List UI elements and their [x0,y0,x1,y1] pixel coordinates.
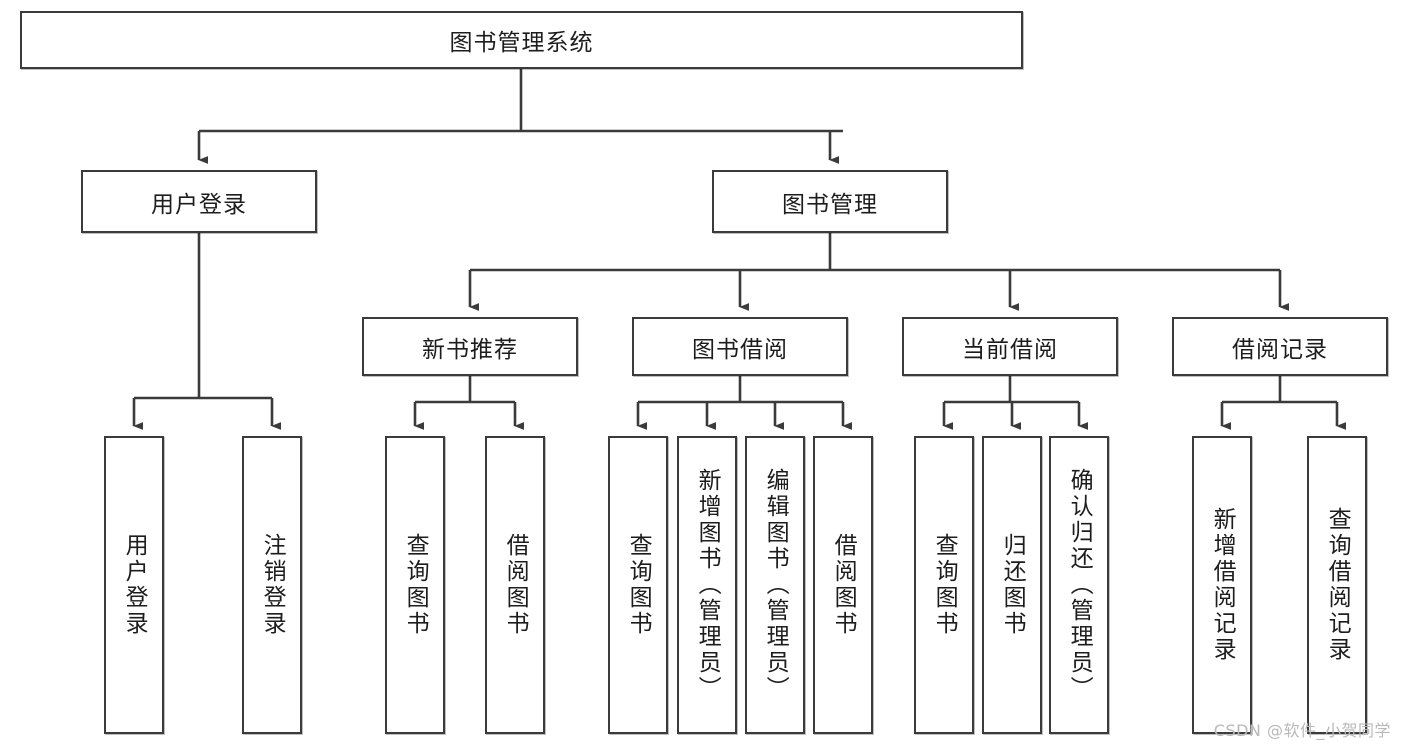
node-leaf-borrow-book-rec[interactable]: 借阅图书 [485,436,545,734]
node-leaf-add-borrow-record-label: 新增借阅记录 [1209,507,1236,663]
node-leaf-query-book-borrow-label: 查询图书 [625,533,652,637]
node-borrow-record-label: 借阅记录 [1232,336,1328,363]
node-leaf-user-login[interactable]: 用户登录 [104,436,164,734]
node-leaf-return-book[interactable]: 归还图书 [982,436,1042,734]
node-leaf-query-book-current-label: 查询图书 [931,533,958,637]
node-current-borrow[interactable]: 当前借阅 [902,317,1118,376]
node-new-book-rec-label: 新书推荐 [422,336,518,363]
node-leaf-user-login-label: 用户登录 [121,533,148,637]
node-leaf-return-book-label: 归还图书 [999,533,1026,637]
node-leaf-query-book-current[interactable]: 查询图书 [914,436,974,734]
node-leaf-edit-book-admin[interactable]: 编辑图书（管理员） [745,436,805,734]
node-leaf-edit-book-admin-label: 编辑图书（管理员） [762,468,789,702]
node-borrow-record[interactable]: 借阅记录 [1172,317,1388,376]
node-leaf-query-borrow-record-label: 查询借阅记录 [1324,507,1351,663]
node-leaf-query-book-rec-label: 查询图书 [402,533,429,637]
node-leaf-borrow-book-label: 借阅图书 [830,533,857,637]
node-book-borrow[interactable]: 图书借阅 [632,317,848,376]
node-leaf-query-book-borrow[interactable]: 查询图书 [608,436,668,734]
node-book-manage-label: 图书管理 [782,191,878,218]
node-root-label: 图书管理系统 [449,30,594,56]
node-leaf-user-logout-label: 注销登录 [259,533,286,637]
node-leaf-borrow-book[interactable]: 借阅图书 [813,436,873,734]
node-leaf-query-borrow-record[interactable]: 查询借阅记录 [1307,436,1367,734]
node-new-book-rec[interactable]: 新书推荐 [362,317,578,376]
node-book-borrow-label: 图书借阅 [692,336,788,363]
node-leaf-query-book-rec[interactable]: 查询图书 [385,436,445,734]
node-leaf-add-book-admin[interactable]: 新增图书（管理员） [677,436,737,734]
node-leaf-add-book-admin-label: 新增图书（管理员） [694,468,721,702]
node-user-login-label: 用户登录 [151,191,247,218]
node-leaf-confirm-return-admin-label: 确认归还（管理员） [1066,468,1093,702]
node-current-borrow-label: 当前借阅 [962,336,1058,363]
node-user-login[interactable]: 用户登录 [81,170,317,233]
node-leaf-borrow-book-rec-label: 借阅图书 [502,533,529,637]
node-root[interactable]: 图书管理系统 [20,11,1023,69]
node-leaf-user-logout[interactable]: 注销登录 [242,436,302,734]
node-book-manage[interactable]: 图书管理 [712,170,948,233]
node-leaf-confirm-return-admin[interactable]: 确认归还（管理员） [1049,436,1109,734]
node-leaf-add-borrow-record[interactable]: 新增借阅记录 [1192,436,1252,734]
